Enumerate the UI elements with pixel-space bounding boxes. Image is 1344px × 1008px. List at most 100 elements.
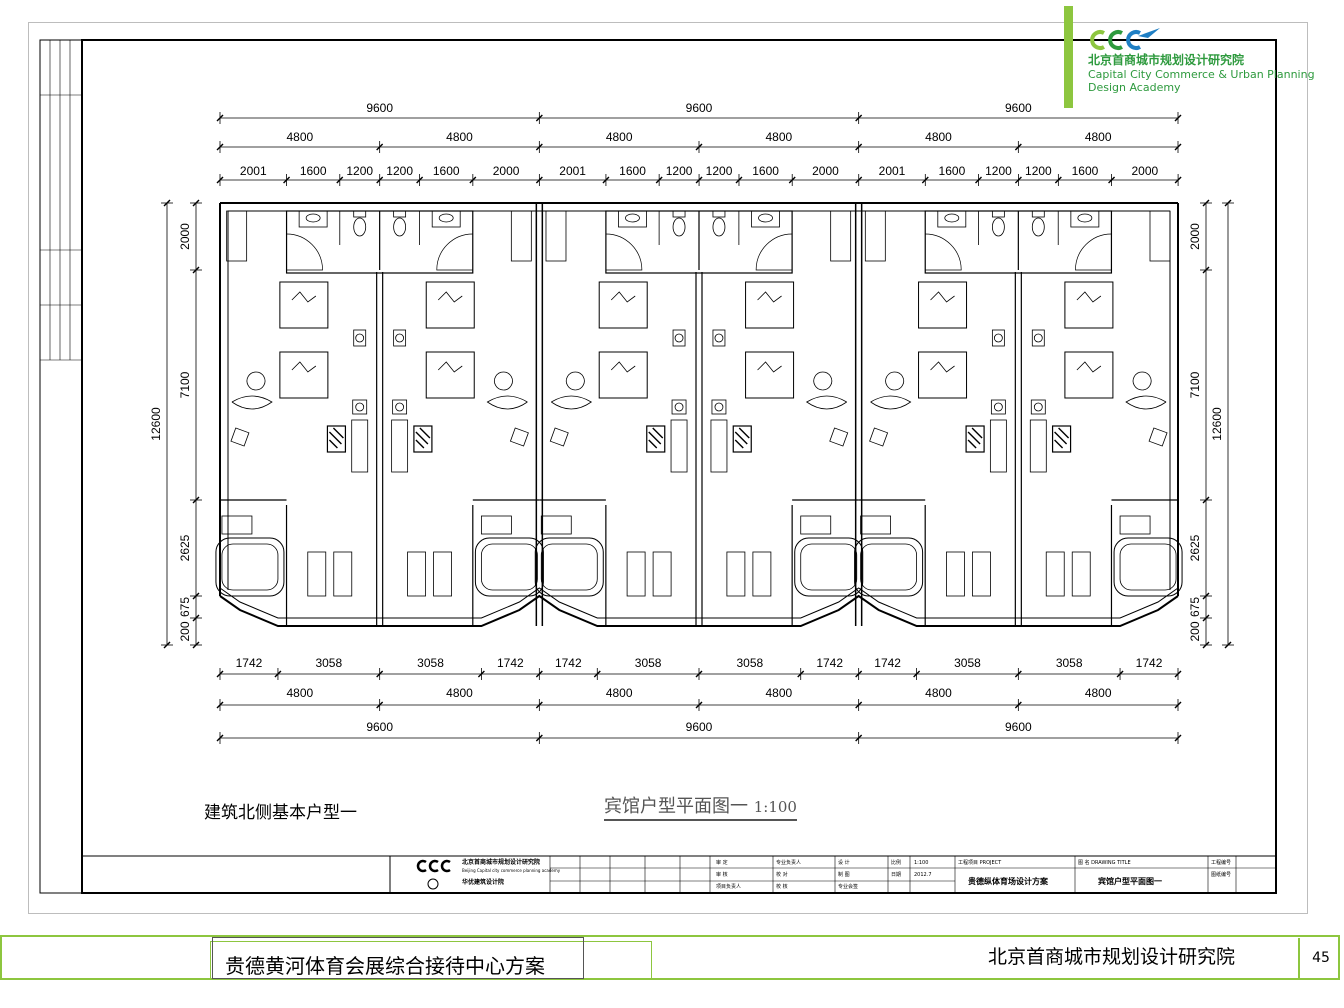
lamp [674, 333, 684, 343]
tb-cell: 日期 [891, 872, 901, 878]
armchair [1132, 371, 1152, 391]
dim-tick [1202, 641, 1210, 649]
dim-tick [1108, 176, 1116, 184]
dim-tick [469, 176, 477, 184]
dim-tick [695, 176, 703, 184]
dim-label: 4800 [286, 130, 313, 144]
dim-label: 1600 [433, 164, 460, 178]
bed-pillow [291, 291, 317, 303]
dim-tick [1224, 641, 1232, 649]
dim-label: 200 [178, 621, 192, 641]
shower-tray [480, 515, 512, 535]
dim-tick [192, 199, 200, 207]
bed-pillow [1076, 361, 1102, 373]
dim-tick [855, 176, 863, 184]
luggage-rack [326, 425, 347, 453]
dim-label: 1200 [346, 164, 373, 178]
wardrobe [830, 210, 852, 262]
dim-label: 3058 [315, 656, 342, 670]
dim-tick [695, 670, 703, 678]
wardrobe [864, 210, 886, 262]
bed [598, 351, 648, 399]
dim-tick [1174, 670, 1182, 678]
tb-cell: 制 图 [838, 871, 850, 878]
dim-tick [376, 701, 384, 709]
bathtub-inner [800, 543, 858, 591]
dim-tick [376, 176, 384, 184]
chair [1148, 427, 1168, 447]
tb-cell: 校 核 [776, 883, 788, 890]
sink-counter [298, 210, 328, 228]
toilet-bowl [672, 217, 686, 237]
lamp [1033, 333, 1043, 343]
dim-tick [192, 496, 200, 504]
dim-tick [1014, 143, 1022, 151]
sink-basin [305, 213, 321, 223]
dim-label: 9600 [366, 720, 393, 734]
lounge-chair [626, 551, 646, 597]
bed [918, 281, 968, 329]
lamp [395, 333, 405, 343]
bed [425, 351, 475, 399]
dim-label: 1600 [939, 164, 966, 178]
dim-tick [797, 670, 805, 678]
wardrobe [510, 210, 532, 262]
dim-tick [535, 143, 543, 151]
dim-tick [855, 670, 863, 678]
dim-label: 1742 [236, 656, 263, 670]
toilet-bowl [712, 217, 726, 237]
dim-label: 1600 [752, 164, 779, 178]
dim-tick [735, 176, 743, 184]
luggage-rack [1051, 425, 1072, 453]
luggage-rack [732, 425, 752, 453]
lamp [714, 333, 724, 343]
hatch [415, 427, 431, 449]
dim-label: 4800 [925, 686, 952, 700]
bed-pillow [757, 361, 782, 373]
dim-tick [788, 176, 796, 184]
logo-accent-bar [1064, 6, 1073, 108]
tb-drawing-name: 宾馆户型平面图一 [1098, 876, 1162, 886]
side-table [392, 399, 408, 415]
title-block [81, 855, 1277, 894]
dim-tick [216, 734, 224, 742]
toilet-tank [353, 210, 367, 218]
dim-label: 200 [1188, 621, 1202, 641]
title-block-logo [416, 859, 451, 890]
dim-label: 1600 [300, 164, 327, 178]
page-number: 45 [1298, 938, 1342, 978]
drawing-title-text: 宾馆户型平面图一 [604, 796, 748, 817]
sink-basin [625, 213, 640, 223]
desk [870, 395, 912, 410]
dim-label: 675 [178, 597, 192, 617]
lounge-chair [652, 551, 672, 597]
shower-tray [221, 515, 253, 535]
dim-label: 3058 [417, 656, 444, 670]
bathtub-inner [860, 543, 918, 591]
dim-label: 1742 [555, 656, 582, 670]
lamp [714, 402, 724, 412]
sink-basin [438, 213, 454, 223]
dim-label: 1742 [874, 656, 901, 670]
dim-tick [216, 143, 224, 151]
dim-label: 2001 [240, 164, 267, 178]
toilet-tank [672, 210, 686, 218]
dim-tick [602, 176, 610, 184]
dim-tick [655, 176, 663, 184]
dim-tick [216, 176, 224, 184]
door-swing [286, 233, 323, 271]
dim-tick [1116, 670, 1124, 678]
dim-tick [1202, 199, 1210, 207]
dim-tick [1202, 614, 1210, 622]
dim-tick [535, 701, 543, 709]
desk [486, 395, 528, 410]
toilet-bowl [393, 217, 407, 237]
tb-partner-cn: 华优建筑设计院 [462, 878, 504, 886]
logo-name-cn: 北京首商城市规划设计研究院 [1088, 53, 1245, 67]
bathtub [1113, 537, 1183, 597]
sofa [391, 419, 409, 473]
dim-label: 3058 [635, 656, 662, 670]
dim-label: 4800 [1085, 130, 1112, 144]
dim-label: 1742 [497, 656, 524, 670]
floor-plan-drawing: 北京首商城市规划设计研究院 Beijing Capital city comme… [39, 39, 1277, 894]
